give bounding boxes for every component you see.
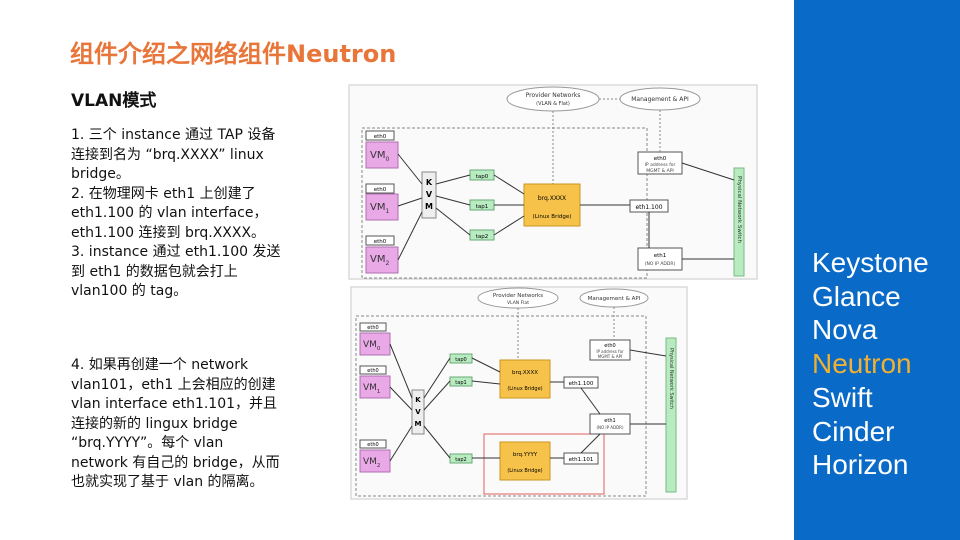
svg-text:VM0: VM0 [370, 150, 389, 163]
vm-2: eth0 VM2 [359, 439, 391, 473]
section-subtitle: VLAN模式 [71, 91, 157, 111]
text-line: 3. instance 通过 eth1.100 发送 [71, 244, 281, 260]
svg-text:eth0: eth0 [604, 343, 615, 349]
text-line: 也就实现了基于 vlan 的隔离。 [71, 474, 264, 490]
text-line: “brq.YYYY”。每个 vlan [71, 435, 224, 451]
vlan101-highlight [483, 433, 605, 495]
svg-text:brq.XXXX: brq.XXXX [512, 370, 538, 376]
vm-1: eth0 VM1 [365, 183, 399, 221]
text-line: eth1.100 连接到 brq.XXXX。 [71, 224, 266, 241]
kvm-bar [411, 389, 425, 435]
svg-text:Management & API: Management & API [588, 296, 641, 302]
svg-text:eth0: eth0 [374, 187, 387, 193]
text-line: 连接到名为 “brq.XXXX” linux [71, 146, 264, 163]
svg-text:VM2: VM2 [370, 254, 389, 267]
nav-item-cinder[interactable]: Cinder [812, 415, 895, 447]
vlan-diagram-single: Provider Networks (VLAN & Flat) Manageme… [348, 84, 758, 280]
kvm-k: K [426, 178, 433, 187]
kvm-bar [421, 171, 437, 219]
description-paragraph-2: 4. 如果再创建一个 network vlan101，eth1 上会相应的创建 … [71, 356, 311, 493]
physical-switch [665, 337, 677, 493]
svg-text:eth0: eth0 [374, 134, 387, 140]
svg-text:eth1.101: eth1.101 [569, 457, 594, 463]
svg-text:eth1.100: eth1.100 [635, 204, 662, 211]
svg-text:brq.YYYY: brq.YYYY [513, 452, 538, 458]
host-eth1 [589, 413, 631, 435]
svg-text:Physical Network Switch: Physical Network Switch [668, 348, 674, 409]
text-line: 1. 三个 instance 通过 TAP 设备 [71, 127, 276, 143]
vm-0: eth0 VM0 [359, 322, 391, 356]
mgmt-api-label: Management & API [631, 96, 689, 103]
svg-text:VLAN Flat: VLAN Flat [507, 300, 529, 306]
text-line: 4. 如果再创建一个 network [71, 357, 249, 373]
svg-text:(Linux Bridge): (Linux Bridge) [507, 386, 542, 392]
text-line: network 有自己的 bridge，从而 [71, 454, 280, 471]
physical-switch-label: Physical Network Switch [736, 176, 742, 244]
svg-text:VM2: VM2 [363, 457, 380, 469]
svg-text:eth0: eth0 [367, 442, 378, 448]
provider-networks-label: Provider Networks [526, 92, 581, 99]
svg-text:(NO IP ADDR): (NO IP ADDR) [645, 261, 676, 267]
svg-text:Provider Networks: Provider Networks [493, 293, 543, 299]
nav-item-horizon[interactable]: Horizon [812, 449, 909, 481]
svg-text:tap1: tap1 [455, 380, 466, 386]
provider-networks-cloud [506, 86, 600, 112]
text-line: 到 eth1 的数据包就会打上 [71, 263, 238, 280]
svg-text:VM1: VM1 [370, 202, 389, 215]
vm-1: eth0 VM1 [359, 365, 391, 399]
physical-switch [733, 167, 745, 277]
svg-text:M: M [415, 420, 422, 428]
svg-text:tap0: tap0 [476, 174, 489, 180]
nav-item-glance[interactable]: Glance [812, 280, 901, 312]
svg-text:IP address for: IP address for [645, 162, 676, 168]
vm-0: eth0 VM0 [365, 130, 399, 169]
svg-text:eth0: eth0 [367, 368, 378, 374]
kvm-m: M [425, 202, 433, 211]
svg-text:V: V [415, 408, 421, 416]
svg-text:eth0: eth0 [374, 239, 387, 245]
nav-item-neutron[interactable]: Neutron [812, 348, 912, 380]
svg-text:(Linux Bridge): (Linux Bridge) [507, 468, 542, 474]
svg-text:MGMT & API: MGMT & API [646, 168, 674, 174]
svg-text:IP address for: IP address for [596, 349, 624, 354]
provider-networks-sub: (VLAN & Flat) [536, 101, 570, 107]
svg-text:VM1: VM1 [363, 383, 380, 395]
svg-text:(Linux Bridge): (Linux Bridge) [533, 214, 572, 220]
nav-item-keystone[interactable]: Keystone [812, 247, 929, 278]
svg-text:eth0: eth0 [367, 325, 378, 331]
nav-item-nova[interactable]: Nova [812, 314, 878, 346]
svg-text:(NO IP ADDR): (NO IP ADDR) [596, 425, 624, 430]
description-paragraph-1: 1. 三个 instance 通过 TAP 设备 连接到名为 “brq.XXXX… [71, 126, 311, 302]
linux-bridge-xxxx [499, 359, 551, 399]
linux-bridge-yyyy [499, 441, 551, 481]
svg-text:K: K [415, 396, 421, 404]
vm-2: eth0 VM2 [365, 235, 399, 274]
kvm-v: V [426, 190, 433, 199]
text-line: 连接的新的 lingux bridge [71, 415, 238, 432]
svg-text:tap0: tap0 [455, 357, 466, 363]
page-title: 组件介绍之网络组件Neutron [70, 40, 397, 68]
component-nav: Keystone Glance Nova Neutron Swift Cinde… [812, 246, 929, 482]
component-sidebar: Keystone Glance Nova Neutron Swift Cinde… [794, 0, 960, 540]
svg-text:VM0: VM0 [363, 340, 381, 352]
vlan-diagram-multi: Provider Networks VLAN Flat Management &… [350, 286, 688, 500]
text-line: 2. 在物理网卡 eth1 上创建了 [71, 185, 256, 202]
svg-text:eth1: eth1 [604, 418, 615, 424]
svg-text:MGMT & API: MGMT & API [598, 354, 622, 359]
svg-text:tap2: tap2 [455, 457, 466, 463]
nav-item-swift[interactable]: Swift [812, 381, 873, 413]
text-line: bridge。 [71, 166, 130, 182]
text-line: vlan101，eth1 上会相应的创建 [71, 376, 276, 393]
svg-text:tap1: tap1 [476, 204, 489, 210]
svg-text:tap2: tap2 [476, 234, 489, 240]
text-line: eth1.100 的 vlan interface， [71, 205, 268, 221]
svg-text:brq.XXXX: brq.XXXX [538, 195, 566, 202]
host-box [361, 127, 648, 279]
svg-text:eth0: eth0 [654, 156, 667, 162]
svg-text:eth1.100: eth1.100 [569, 381, 594, 387]
svg-text:eth1: eth1 [654, 253, 667, 259]
text-line: vlan100 的 tag。 [71, 283, 188, 299]
text-line: vlan interface eth1.101，并且 [71, 396, 278, 412]
host-box [355, 315, 647, 497]
